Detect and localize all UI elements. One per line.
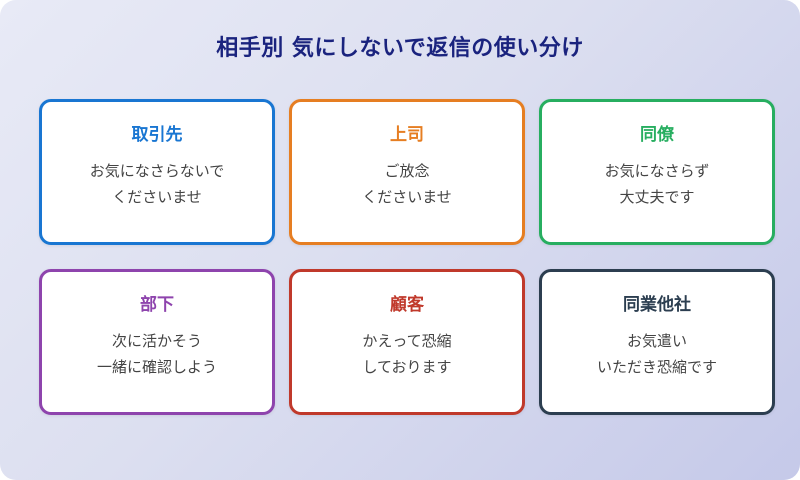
card-title: 上司 <box>390 125 424 145</box>
card-colleague: 同僚 お気になさらず 大丈夫です <box>539 99 775 245</box>
card-title: 同僚 <box>640 125 674 145</box>
card-message: お気になさらないで くださいませ <box>42 158 272 210</box>
page-title: 相手別 気にしないで返信の使い分け <box>216 36 584 61</box>
card-message-line: 一緒に確認しよう <box>96 358 217 376</box>
card-message-line: くださいませ <box>112 188 202 206</box>
card-message-line: いただき恐縮です <box>596 358 717 376</box>
card-title: 同業他社 <box>623 295 691 315</box>
card-boss: 上司 ご放念 くださいませ <box>289 99 525 245</box>
card-message-line: お気遣い <box>626 332 687 350</box>
card-message: かえって恐縮 しております <box>292 328 522 380</box>
card-message-line: お気になさらないで <box>89 162 225 180</box>
card-message: お気遣い いただき恐縮です <box>542 328 772 380</box>
card-customer: 顧客 かえって恐縮 しております <box>289 269 525 415</box>
card-business-partner: 取引先 お気になさらないで くださいませ <box>39 99 275 245</box>
card-message: ご放念 くださいませ <box>292 158 522 210</box>
card-message-line: 次に活かそう <box>111 332 202 350</box>
card-message-line: くださいませ <box>362 188 452 206</box>
card-subordinate: 部下 次に活かそう 一緒に確認しよう <box>39 269 275 415</box>
card-message: 次に活かそう 一緒に確認しよう <box>42 328 272 380</box>
card-title: 取引先 <box>131 125 183 145</box>
card-title: 顧客 <box>390 295 424 315</box>
card-title: 部下 <box>140 295 174 315</box>
card-message: お気になさらず 大丈夫です <box>542 158 772 210</box>
card-message-line: しております <box>362 358 452 376</box>
card-message-line: お気になさらず <box>604 162 710 180</box>
card-message-line: ご放念 <box>384 162 430 180</box>
card-message-line: 大丈夫です <box>619 188 695 206</box>
card-competitor: 同業他社 お気遣い いただき恐縮です <box>539 269 775 415</box>
card-message-line: かえって恐縮 <box>362 332 452 350</box>
